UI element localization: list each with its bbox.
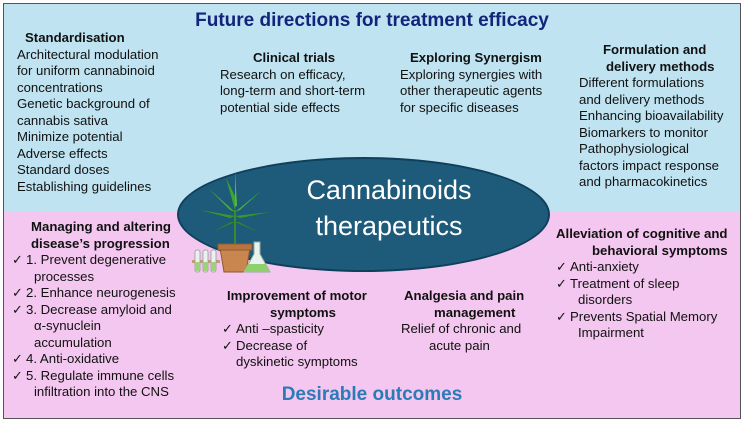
check-icon: ✓: [222, 321, 234, 336]
cannabis-plant-icon: [200, 170, 270, 273]
flask-icon: [243, 241, 271, 273]
standardisation-line: Architectural modulation: [17, 46, 159, 62]
synergism-line: for specific diseases: [400, 99, 519, 115]
standardisation-line: Genetic background of: [17, 96, 150, 111]
motor-title-line: Improvement of motor: [227, 288, 367, 303]
central-label-line: therapeutics: [315, 211, 463, 241]
clinical-trials-line: potential side effects: [220, 99, 340, 115]
list-item: ✓Anti-anxiety: [556, 259, 639, 274]
formulation-line: Pathophysiological: [579, 141, 689, 156]
standardisation-line: for uniform cannabinoid: [17, 63, 155, 78]
motor-title-line: symptoms: [270, 304, 336, 320]
clinical-trials-section: Clinical trials Research on efficacy, lo…: [220, 50, 365, 116]
formulation-line: factors impact response: [579, 157, 719, 173]
analgesia-title-line: Analgesia and pain: [404, 288, 525, 303]
motor-symptoms-section: Improvement of motor symptoms ✓Anti –spa…: [222, 288, 367, 371]
desirable-outcomes-title: Desirable outcomes: [281, 384, 463, 405]
check-icon: ✓: [222, 337, 234, 353]
disease-title-line: Managing and altering: [31, 219, 171, 234]
formulation-section: Formulation and delivery methods Differe…: [579, 42, 723, 191]
check-icon: ✓: [12, 285, 24, 300]
formulation-line: and pharmacokinetics: [579, 174, 708, 189]
analgesia-section: Analgesia and pain management Relief of …: [401, 288, 524, 354]
synergism-title: Exploring Synergism: [410, 50, 542, 65]
analgesia-title-line: management: [434, 304, 516, 320]
list-item: ✓2. Enhance neurogenesis: [12, 285, 176, 300]
synergism-line: other therapeutic agents: [400, 83, 543, 98]
standardisation-section: Standardisation Architectural modulation…: [17, 30, 158, 195]
analgesia-line: acute pain: [429, 337, 490, 353]
future-directions-title: Future directions for treatment efficacy: [195, 10, 549, 31]
disease-title-line: disease’s progression: [31, 235, 170, 251]
formulation-line: Biomarkers to monitor: [579, 124, 708, 140]
list-item: ✓4. Anti-oxidative: [12, 351, 120, 366]
standardisation-line: Establishing guidelines: [17, 178, 152, 194]
formulation-line: Enhancing bioavailability: [579, 108, 724, 123]
formulation-line: Different formulations: [579, 75, 705, 90]
check-icon: ✓: [12, 252, 24, 267]
synergism-line: Exploring synergies with: [400, 66, 543, 82]
formulation-title-line: Formulation and: [603, 42, 707, 57]
cognitive-title-line: Alleviation of cognitive and: [556, 226, 728, 241]
clinical-trials-title: Clinical trials: [253, 50, 336, 65]
synergism-section: Exploring Synergism Exploring synergies …: [400, 50, 542, 116]
central-label: Cannabinoids therapeutics: [244, 172, 534, 244]
check-icon: ✓: [556, 308, 568, 324]
standardisation-title: Standardisation: [25, 30, 125, 45]
check-icon: ✓: [12, 367, 24, 383]
list-item: ✓Anti –spasticity: [222, 321, 324, 336]
disease-progression-section: Managing and altering disease’s progress…: [12, 219, 176, 401]
formulation-title-line: delivery methods: [606, 58, 715, 74]
cannabis-plant-illustration: [192, 170, 271, 273]
check-icon: ✓: [556, 259, 568, 274]
standardisation-line: Standard doses: [17, 162, 110, 177]
check-icon: ✓: [12, 351, 24, 366]
check-icon: ✓: [12, 301, 24, 317]
diagram-border: [3, 3, 741, 419]
central-label-line: Cannabinoids: [306, 175, 472, 205]
test-tubes-icon: [192, 249, 220, 273]
formulation-line: and delivery methods: [579, 91, 705, 107]
analgesia-line: Relief of chronic and: [401, 321, 522, 336]
check-icon: ✓: [556, 275, 568, 291]
standardisation-line: Minimize potential: [17, 129, 123, 144]
standardisation-line: concentrations: [17, 79, 103, 95]
cognitive-title-line: behavioral symptoms: [592, 242, 728, 258]
clinical-trials-line: long-term and short-term: [220, 83, 366, 98]
cognitive-symptoms-section: Alleviation of cognitive and behavioral …: [556, 226, 728, 342]
standardisation-line: Adverse effects: [17, 145, 108, 161]
clinical-trials-line: Research on efficacy,: [220, 66, 346, 82]
standardisation-line: cannabis sativa: [17, 112, 108, 128]
